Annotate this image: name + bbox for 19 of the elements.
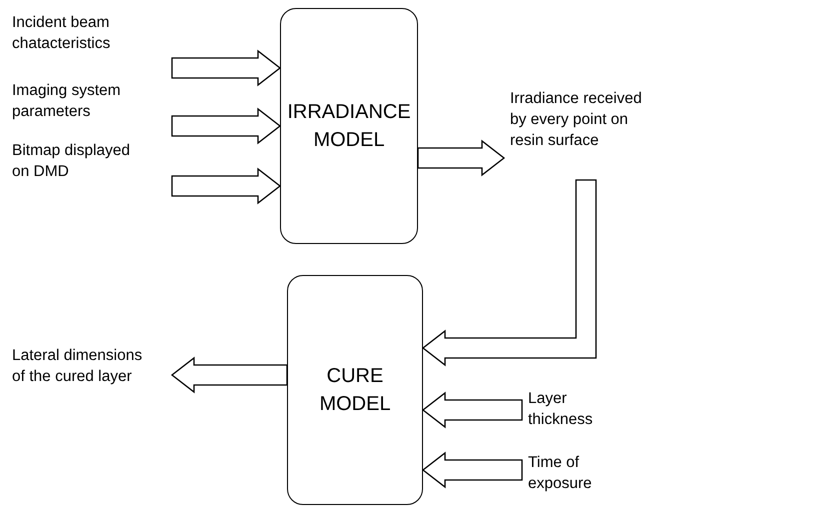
hollow-arrow: [417, 140, 506, 176]
hollow-arrow: [422, 392, 523, 428]
input-output-text: Irradiance received by every point on resin surface: [510, 89, 643, 151]
hollow-arrow: [171, 108, 282, 144]
hollow-arrow: [422, 179, 597, 366]
model-box: [287, 275, 423, 505]
model-box: [280, 8, 418, 244]
hollow-arrow: [171, 50, 282, 86]
input-output-text: Layer thickness: [528, 389, 594, 430]
input-output-text: Imaging system parameters: [12, 81, 122, 122]
hollow-arrow: [422, 452, 523, 488]
input-output-text: Incident beam chatacteristics: [12, 13, 112, 54]
input-output-text: Bitmap displayed on DMD: [12, 141, 132, 182]
hollow-arrow: [170, 356, 288, 394]
box-title: CURE MODEL: [318, 364, 392, 417]
box-title: IRRADIANCE MODEL: [287, 100, 411, 153]
input-output-text: Lateral dimensions of the cured layer: [12, 346, 144, 387]
hollow-arrow: [171, 168, 282, 204]
input-output-text: Time of exposure: [528, 453, 593, 494]
